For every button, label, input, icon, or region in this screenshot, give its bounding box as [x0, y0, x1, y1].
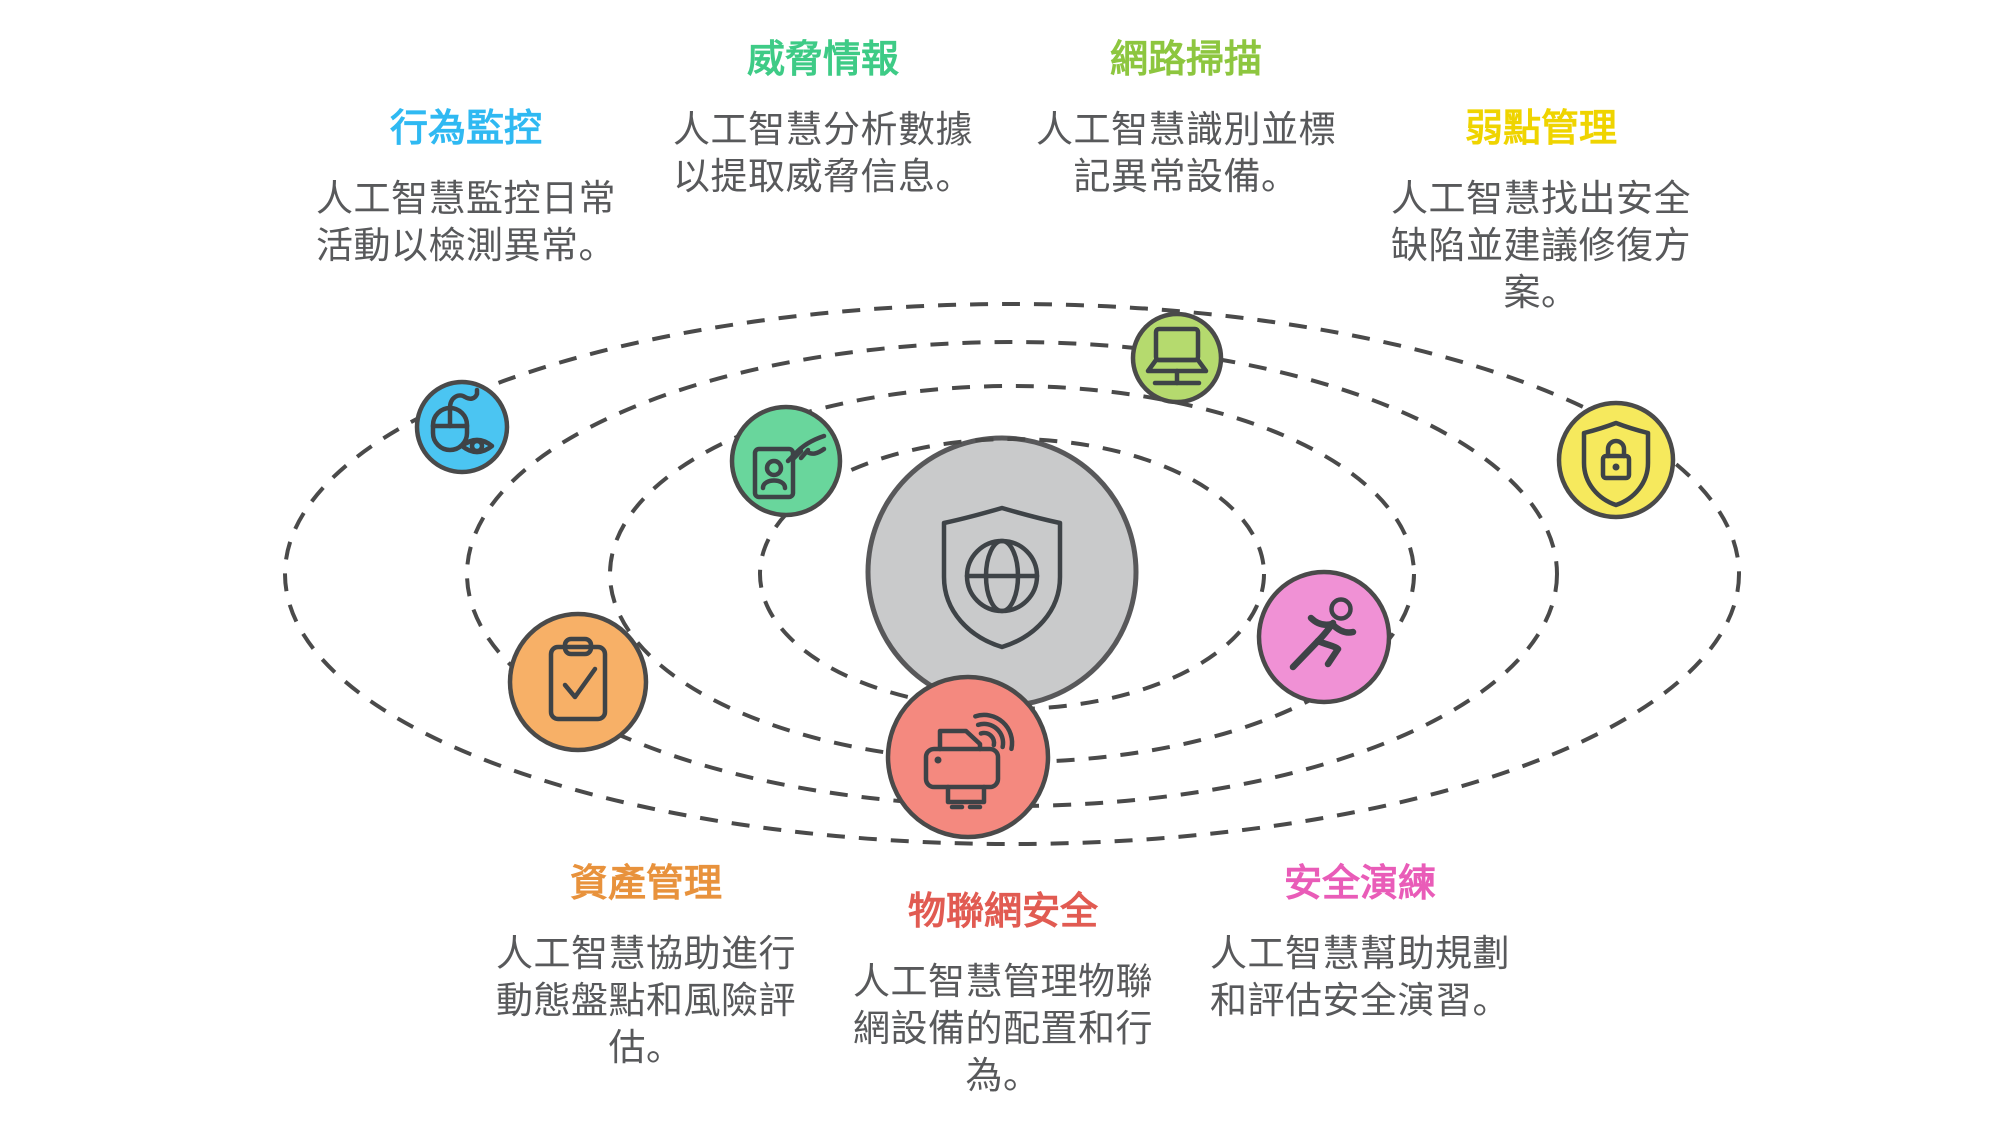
clipboard-check-icon [548, 636, 608, 722]
orbit-ellipse [608, 384, 1416, 764]
printer-wifi-icon [923, 712, 1015, 810]
behavior-monitoring-desc: 人工智慧監控日常活動以檢測異常。 [316, 178, 616, 266]
orbit-ellipse [283, 302, 1741, 846]
iot-security-label: 物聯網安全 人工智慧管理物聯網設備的配置和行為。 [847, 888, 1159, 1099]
orbits [283, 302, 1741, 846]
network-node [1130, 311, 1224, 405]
network-scan-label: 網路掃描 人工智慧識別並標記異常設備。 [1030, 36, 1342, 200]
network-scan-title: 網路掃描 [1109, 39, 1262, 81]
center-node [865, 435, 1139, 709]
security-drill-label: 安全演練 人工智慧幫助規劃和評估安全演習。 [1204, 860, 1516, 1024]
asset-node [507, 611, 649, 753]
shield-lock-icon [1581, 420, 1651, 508]
asset-mgmt-title: 資產管理 [569, 863, 722, 905]
shield-globe-icon [941, 505, 1063, 650]
asset-mgmt-label: 資產管理 人工智慧協助進行動態盤點和風險評估。 [490, 860, 802, 1071]
iot-security-desc: 人工智慧管理物聯網設備的配置和行為。 [853, 961, 1153, 1096]
orbit-ellipse [465, 340, 1559, 808]
behavior-node [414, 379, 510, 475]
behavior-monitoring-label: 行為監控 人工智慧監控日常活動以檢測異常。 [310, 105, 622, 269]
network-scan-desc: 人工智慧識別並標記異常設備。 [1036, 109, 1336, 197]
asset-mgmt-desc: 人工智慧協助進行動態盤點和風險評估。 [496, 933, 796, 1068]
threat-intel-label: 威脅情報 人工智慧分析數據以提取威脅信息。 [667, 36, 979, 200]
vuln-mgmt-desc: 人工智慧找出安全缺陷並建議修復方案。 [1391, 178, 1691, 313]
mouse-eye-icon [430, 387, 495, 455]
security-drill-desc: 人工智慧幫助規劃和評估安全演習。 [1210, 933, 1510, 1021]
vuln-node [1556, 400, 1676, 520]
behavior-monitoring-title: 行為監控 [389, 108, 542, 150]
iot-node [885, 674, 1051, 840]
laptop-network-icon [1145, 326, 1209, 386]
threat-intel-title: 威脅情報 [746, 39, 899, 81]
orbit-ellipse [758, 437, 1266, 711]
drill-node [1256, 569, 1392, 705]
vuln-mgmt-title: 弱點管理 [1464, 108, 1617, 150]
id-card-hand-icon [752, 433, 827, 500]
runner-icon [1289, 597, 1357, 671]
security-drill-title: 安全演練 [1283, 863, 1436, 905]
vuln-mgmt-label: 弱點管理 人工智慧找出安全缺陷並建議修復方案。 [1385, 105, 1697, 316]
threat-intel-desc: 人工智慧分析數據以提取威脅信息。 [673, 109, 973, 197]
iot-security-title: 物聯網安全 [907, 891, 1098, 933]
threat-node [729, 404, 843, 518]
